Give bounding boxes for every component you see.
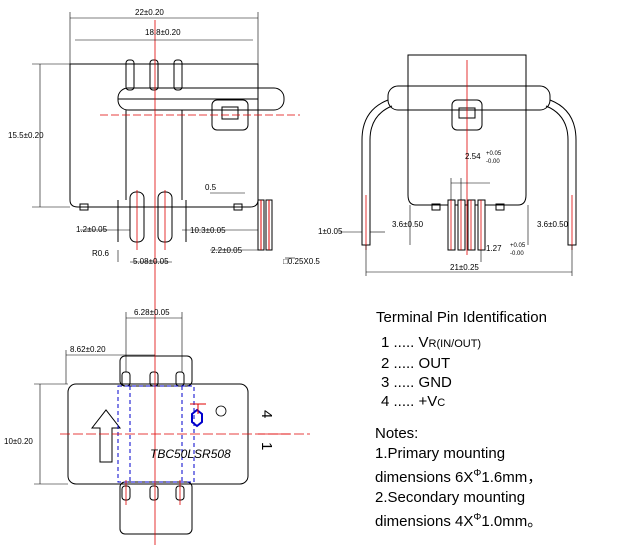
top-dimension-lines: [34, 312, 183, 485]
pin-item: 1 ..... VR(IN/OUT): [381, 334, 482, 351]
dim-slot-width: 0.5: [205, 183, 217, 192]
front-top-post: [125, 59, 135, 91]
side-band: [387, 85, 551, 111]
front-top-post: [173, 59, 183, 91]
pin-1-marking: 1: [258, 442, 275, 450]
dim-side-pin-pitch: 2.54: [465, 152, 481, 161]
dim-side-pin-width: 1±0.05: [318, 227, 343, 236]
notes-title: Notes:: [375, 425, 419, 442]
dim-top-offset: 8.62±0.20: [70, 345, 106, 354]
dim-side-lead-length-left: 3.6±0.50: [392, 220, 424, 229]
dim-top-height: 10±0.20: [4, 437, 33, 446]
pin-4-marking: 4: [258, 410, 275, 418]
pin-list: 1 ..... VR(IN/OUT) 2 ..... OUT 3 ..... G…: [381, 333, 481, 413]
dim-pin-span-10-3: 10.3±0.05: [190, 226, 226, 235]
top-view: [67, 355, 249, 535]
note-line-2: dimensions 6XΦ1.6mm，: [375, 468, 543, 486]
side-body-outline: [407, 54, 527, 206]
dim-body-width: 18.8±0.20: [145, 28, 181, 37]
dim-pin-offset: 1.2±0.05: [76, 225, 108, 234]
side-dimension-lines: [340, 178, 573, 276]
dim-side-total-width: 21±0.25: [450, 263, 479, 272]
pin-item: 4 ..... +VC: [381, 393, 446, 410]
top-centerlines: [60, 300, 310, 545]
dim-pin-section: □0.25X0.5: [283, 257, 320, 266]
top-tab-lower: [119, 481, 193, 535]
side-centerlines: [365, 60, 573, 255]
pin-item: 2 ..... OUT: [381, 355, 451, 372]
side-view: [361, 54, 577, 251]
note-line-4: dimensions 4XΦ1.0mm。: [375, 512, 543, 530]
dim-radius: R0.6: [92, 249, 109, 258]
dim-height: 15.5±0.20: [8, 131, 44, 140]
pin-marker-icon: [191, 408, 203, 428]
dim-top-width: 6.28±0.05: [134, 308, 170, 317]
note-line-3: 2.Secondary mounting: [375, 489, 526, 506]
pin-item: 3 ..... GND: [381, 374, 452, 391]
front-centerlines: [100, 20, 300, 300]
notes-panel: Notes: 1.Primary mounting dimensions 6XΦ…: [375, 424, 542, 532]
front-top-post: [149, 59, 159, 91]
certification-mark-icon: [215, 405, 227, 417]
dim-pin-gap-2-2: 2.2±0.05: [211, 246, 243, 255]
part-number-marking: TBC50LSR508: [150, 447, 231, 461]
front-body-outline: [69, 63, 259, 208]
note-line-1: 1.Primary mounting: [375, 445, 506, 462]
dim-side-pin-offset: 1.27: [486, 244, 502, 253]
dim-side-lead-length-right: 3.6±0.50: [537, 220, 569, 229]
front-view: [69, 59, 285, 251]
current-direction-arrow-icon: [90, 409, 122, 463]
side-left-lead: [361, 99, 393, 246]
front-dimension-lines: [32, 12, 295, 263]
dim-side-pin-offset-tol-minus: -0.00: [510, 251, 524, 257]
dim-overall-width: 22±0.20: [135, 8, 164, 17]
dim-side-pin-pitch-tol-minus: -0.00: [486, 159, 500, 165]
pin-identification-title: Terminal Pin Identification: [376, 309, 547, 326]
dim-pin-span-5-08: 5.08±0.05: [133, 257, 169, 266]
dim-side-pin-pitch-tol-plus: +0.05: [486, 151, 502, 157]
top-tab-upper: [119, 355, 193, 387]
pin-identification-panel: Terminal Pin Identification: [376, 309, 547, 326]
dim-side-pin-offset-tol-plus: +0.05: [510, 243, 526, 249]
